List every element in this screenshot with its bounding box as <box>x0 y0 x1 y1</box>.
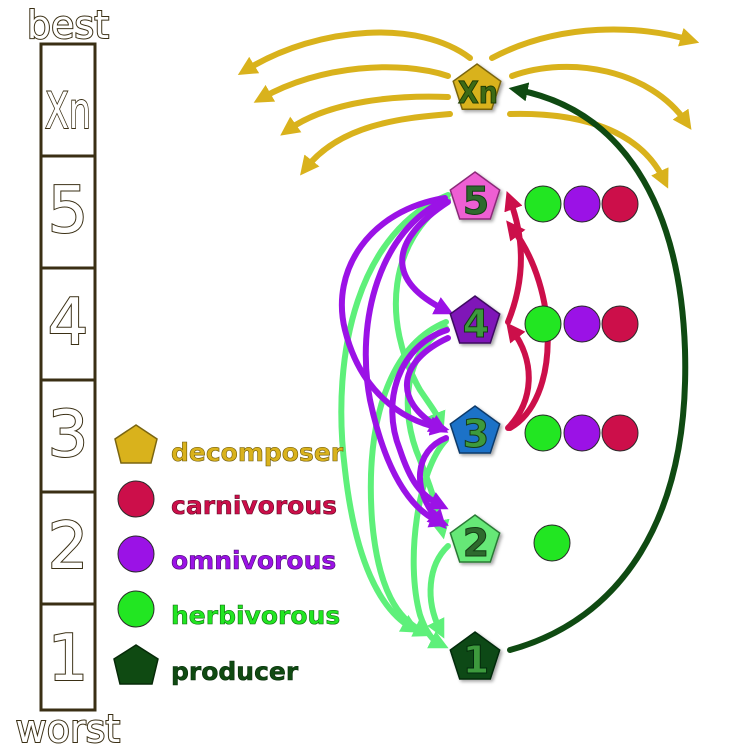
herbivorous-arrow <box>367 319 449 637</box>
herbivorous-icon <box>117 590 155 628</box>
omnivorous-arrow <box>338 195 450 436</box>
scale-worst-label: worst <box>16 707 121 750</box>
legend-label-carnivorous: carnivorous <box>171 491 337 520</box>
level-3-carnivorous-marker <box>601 414 639 452</box>
scale-level-2: 2 <box>48 510 89 584</box>
carnivorous-arrow <box>504 191 524 325</box>
scale-level-4: 4 <box>48 286 89 360</box>
level-2-herbivorous-marker <box>533 524 571 562</box>
legend-item-carnivorous: carnivorous <box>117 480 337 520</box>
legend-item-decomposer: decomposer <box>114 424 344 467</box>
legend-label-producer: producer <box>171 657 299 686</box>
decomposer-arrow <box>237 29 473 75</box>
level-4-omnivorous-marker <box>563 305 601 343</box>
legend-item-producer: producer <box>113 644 299 686</box>
node-xn-label: Xn <box>458 76 498 111</box>
decomposer-arrow <box>509 63 692 130</box>
level-5-herbivorous-marker <box>524 185 562 223</box>
node-1: 1 <box>449 631 501 683</box>
omnivorous-arrow <box>362 197 449 528</box>
quality-scale: best Xn 5 4 3 2 1 worst <box>15 2 122 750</box>
producer-icon <box>113 644 159 685</box>
node-5: 5 <box>449 171 501 224</box>
node-3-label: 3 <box>463 412 489 456</box>
decomposer-arrow <box>280 93 451 136</box>
producer-arrow <box>507 82 689 653</box>
decomposer-arrow <box>300 111 453 176</box>
omnivorous-arrow <box>416 435 449 530</box>
trophic-nodes: Xn 5 4 3 2 1 <box>449 63 502 683</box>
decomposer-arrow <box>489 26 700 61</box>
scale-level-5: 5 <box>48 174 89 248</box>
legend-label-omnivorous: omnivorous <box>171 546 336 575</box>
decomposer-icon <box>114 424 158 464</box>
decomposer-arrow <box>253 64 451 103</box>
omnivorous-icon <box>117 535 155 573</box>
node-xn: Xn <box>452 63 502 112</box>
scale-best-label: best <box>27 3 109 47</box>
node-2-label: 2 <box>463 521 489 565</box>
level-4-herbivorous-marker <box>524 305 562 343</box>
decomposer-arrow <box>507 110 669 189</box>
node-5-label: 5 <box>463 179 489 223</box>
node-4: 4 <box>449 295 501 347</box>
omnivorous-arrow <box>399 199 454 315</box>
scale-level-xn: Xn <box>45 82 91 140</box>
herbivorous-arrow <box>338 192 451 633</box>
decomposer-arrows <box>237 26 700 189</box>
consumer-markers <box>524 185 639 562</box>
omnivorous-arrows <box>338 195 454 530</box>
node-3: 3 <box>449 405 501 457</box>
level-3-omnivorous-marker <box>563 414 601 452</box>
omnivorous-arrow <box>403 335 451 433</box>
level-5-carnivorous-marker <box>601 185 639 223</box>
carnivorous-icon <box>117 480 155 518</box>
scale-column <box>39 42 97 712</box>
node-4-label: 4 <box>463 302 489 346</box>
carnivorous-arrow <box>505 322 532 431</box>
legend-label-herbivorous: herbivorous <box>171 601 340 630</box>
level-5-omnivorous-marker <box>563 185 601 223</box>
producer-arrows <box>507 82 689 653</box>
herbivorous-arrow <box>427 543 451 639</box>
node-2: 2 <box>449 514 501 566</box>
legend-label-decomposer: decomposer <box>171 438 344 467</box>
legend-item-omnivorous: omnivorous <box>117 535 337 575</box>
scale-level-3: 3 <box>48 398 89 472</box>
level-3-herbivorous-marker <box>524 414 562 452</box>
node-1-label: 1 <box>463 638 489 682</box>
legend-item-herbivorous: herbivorous <box>117 590 341 630</box>
scale-level-1: 1 <box>48 622 89 696</box>
legend: decomposer carnivorous omnivorous herbiv… <box>113 424 344 686</box>
level-4-carnivorous-marker <box>601 305 639 343</box>
